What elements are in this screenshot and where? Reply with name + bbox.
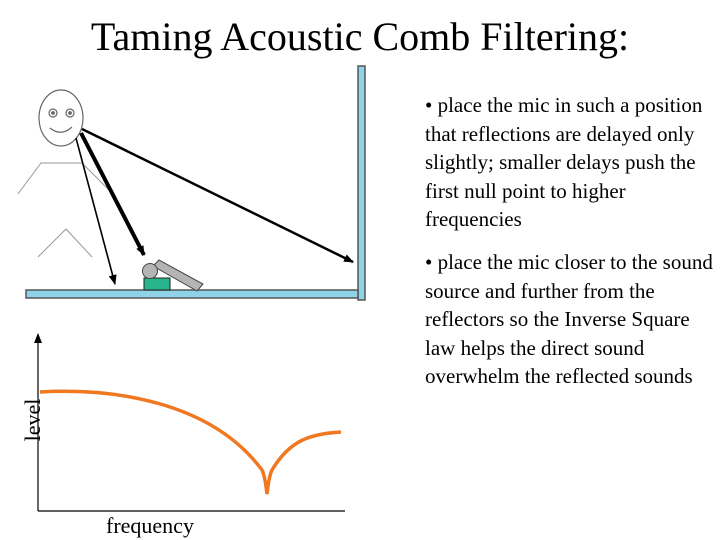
- floor-reflector: [25, 289, 359, 299]
- reflection-arrow-floor: [75, 137, 117, 285]
- frequency-response-graph: [34, 333, 345, 512]
- y-axis-label: level: [20, 398, 45, 442]
- response-curve: [39, 389, 342, 495]
- person-legs: [37, 228, 93, 258]
- microphone-icon: [142, 259, 204, 292]
- reflection-arrow-wall: [81, 127, 354, 264]
- person-arms: [17, 162, 113, 195]
- wall-reflector: [357, 65, 366, 301]
- slide-title: Taming Acoustic Comb Filtering:: [90, 14, 630, 59]
- x-axis-label: frequency: [106, 513, 194, 538]
- face-icon: [38, 89, 84, 147]
- bullet-list: • place the mic in such a position that …: [425, 91, 715, 405]
- bullet-item: • place the mic in such a position that …: [425, 93, 703, 232]
- bullet-item: • place the mic closer to the sound sour…: [425, 249, 713, 389]
- direct-sound-arrow: [79, 132, 146, 256]
